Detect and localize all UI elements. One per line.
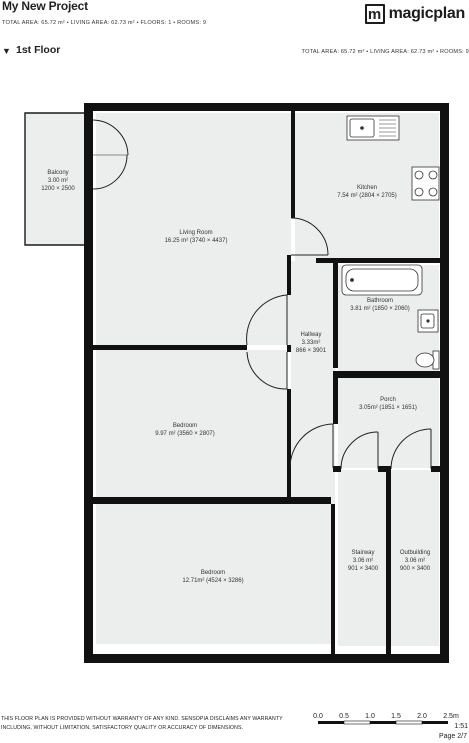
wall-bedroom2-stairway: [331, 504, 335, 654]
scale-label-2: 1.0: [365, 713, 375, 720]
stairway-floor: [338, 470, 386, 646]
balcony-area: 3.00 m²: [48, 178, 68, 184]
wall-kitchen-bathroom: [316, 258, 440, 263]
sink-icon: [346, 115, 400, 141]
bedroom1-door-arc: [246, 351, 288, 390]
porch-floor: [338, 378, 439, 468]
magicplan-logo: m magicplan: [364, 2, 466, 26]
wall-stairway-outbuilding: [386, 466, 391, 654]
project-title: My New Project: [2, 0, 88, 13]
living-room-floor: [96, 113, 291, 345]
washbasin-icon: [417, 309, 439, 333]
stairway-door-arc: [340, 431, 379, 470]
balcony-floor: [25, 113, 93, 245]
bedroom-2-area: 12.71m² (4524 × 3286): [182, 578, 243, 584]
hallway-name: Hallway: [300, 332, 321, 338]
porch-door-arc: [289, 423, 334, 469]
scale-segments: [318, 720, 448, 725]
doors: [92, 119, 432, 470]
porch-area: 3.05m² (1851 × 1651): [359, 405, 417, 411]
porch-name: Porch: [380, 397, 396, 403]
wall-bathroom-porch: [333, 371, 440, 378]
bathroom-area: 3.81 m² (1850 × 2060): [350, 306, 410, 312]
bathtub-icon: [341, 264, 423, 296]
hallway-dims: 866 × 3901: [296, 348, 327, 354]
room-fills: [25, 113, 439, 646]
scale-ratio: 1:51: [454, 723, 468, 730]
bedroom-2-name: Bedroom: [201, 570, 225, 576]
interior-walls: [93, 111, 440, 654]
living-room-name: Living Room: [179, 230, 212, 236]
scale-label-0: 0.0: [313, 713, 323, 720]
outbuilding-floor: [391, 470, 439, 646]
disclaimer: THIS FLOOR PLAN IS PROVIDED WITHOUT WARR…: [1, 716, 283, 731]
collapse-triangle-icon[interactable]: ▼: [2, 46, 11, 56]
outbuilding-area: 3.06 m²: [405, 558, 425, 564]
hob-icon: [411, 166, 440, 201]
scale-label-5: 2.5m: [443, 713, 459, 720]
outbuilding-dims: 900 × 3400: [400, 566, 431, 572]
balcony-railing: [24, 112, 93, 246]
scale-label-3: 1.5: [391, 713, 401, 720]
scale-bar: 0.0 0.5 1.0 1.5 2.0 2.5m: [313, 713, 459, 725]
bedroom-1-name: Bedroom: [173, 423, 197, 429]
outbuilding-name: Outbuilding: [400, 550, 430, 556]
outbuilding-door-arc: [390, 428, 432, 470]
toilet-icon: [415, 350, 440, 370]
wall-bedroom1-bedroom2: [93, 497, 331, 504]
fixtures: [341, 115, 440, 370]
wall-porch-stair-left: [333, 466, 341, 472]
stairway-area: 3.06 m²: [353, 558, 373, 564]
wall-living-hall-upper: [287, 255, 291, 295]
wall-living-bedroom-a: [93, 345, 247, 350]
floor-header: ▼ 1st Floor TOTAL AREA: 65.72 m² • LIVIN…: [0, 44, 469, 58]
room-labels: Balcony 3.00 m² 1200 × 2500 Living Room …: [41, 170, 431, 584]
kitchen-door-arc: [290, 217, 329, 256]
wall-porch-stair-mid: [378, 466, 391, 472]
scale-label-4: 2.0: [417, 713, 427, 720]
wall-bathroom-hall: [333, 258, 338, 368]
logo-text: magicplan: [388, 5, 466, 22]
wall-living-bedroom-b: [287, 345, 291, 352]
floor-name: 1st Floor: [16, 44, 61, 56]
bedroom-1-area: 9.97 m² (3560 × 2807): [155, 431, 215, 437]
balcony-name: Balcony: [47, 170, 68, 176]
balcony-dims: 1200 × 2500: [41, 186, 75, 192]
wall-porch-hall: [333, 378, 338, 424]
page-number: Page 2/7: [438, 733, 467, 740]
living-room-area: 16.25 m² (3740 × 4437): [165, 238, 228, 244]
floor-summary: TOTAL AREA: 65.72 m² • LIVING AREA: 62.7…: [301, 49, 469, 55]
wall-living-kitchen: [291, 111, 295, 218]
hallway-area: 3.33m²: [302, 340, 321, 346]
bedroom-2-floor: [96, 504, 331, 644]
stairway-dims: 901 × 3400: [348, 566, 379, 572]
hallway-floor: [291, 261, 335, 511]
living-door-arc: [246, 294, 288, 346]
logo-mark-icon: m: [364, 4, 385, 24]
kitchen-name: Kitchen: [357, 185, 377, 191]
scale-label-1: 0.5: [339, 713, 349, 720]
wall-bedroom1-hall: [287, 389, 291, 504]
project-summary: TOTAL AREA: 65.72 m² • LIVING AREA: 62.7…: [2, 20, 207, 26]
balcony-double-door: [92, 119, 129, 190]
logo-mark-letter: m: [367, 5, 382, 23]
scale-labels: 0.0 0.5 1.0 1.5 2.0 2.5m: [313, 713, 459, 720]
stairway-name: Stairway: [351, 550, 374, 556]
kitchen-area: 7.54 m² (2804 × 2705): [337, 193, 397, 199]
bathroom-name: Bathroom: [367, 298, 393, 304]
wall-porch-stair-right: [431, 466, 440, 472]
